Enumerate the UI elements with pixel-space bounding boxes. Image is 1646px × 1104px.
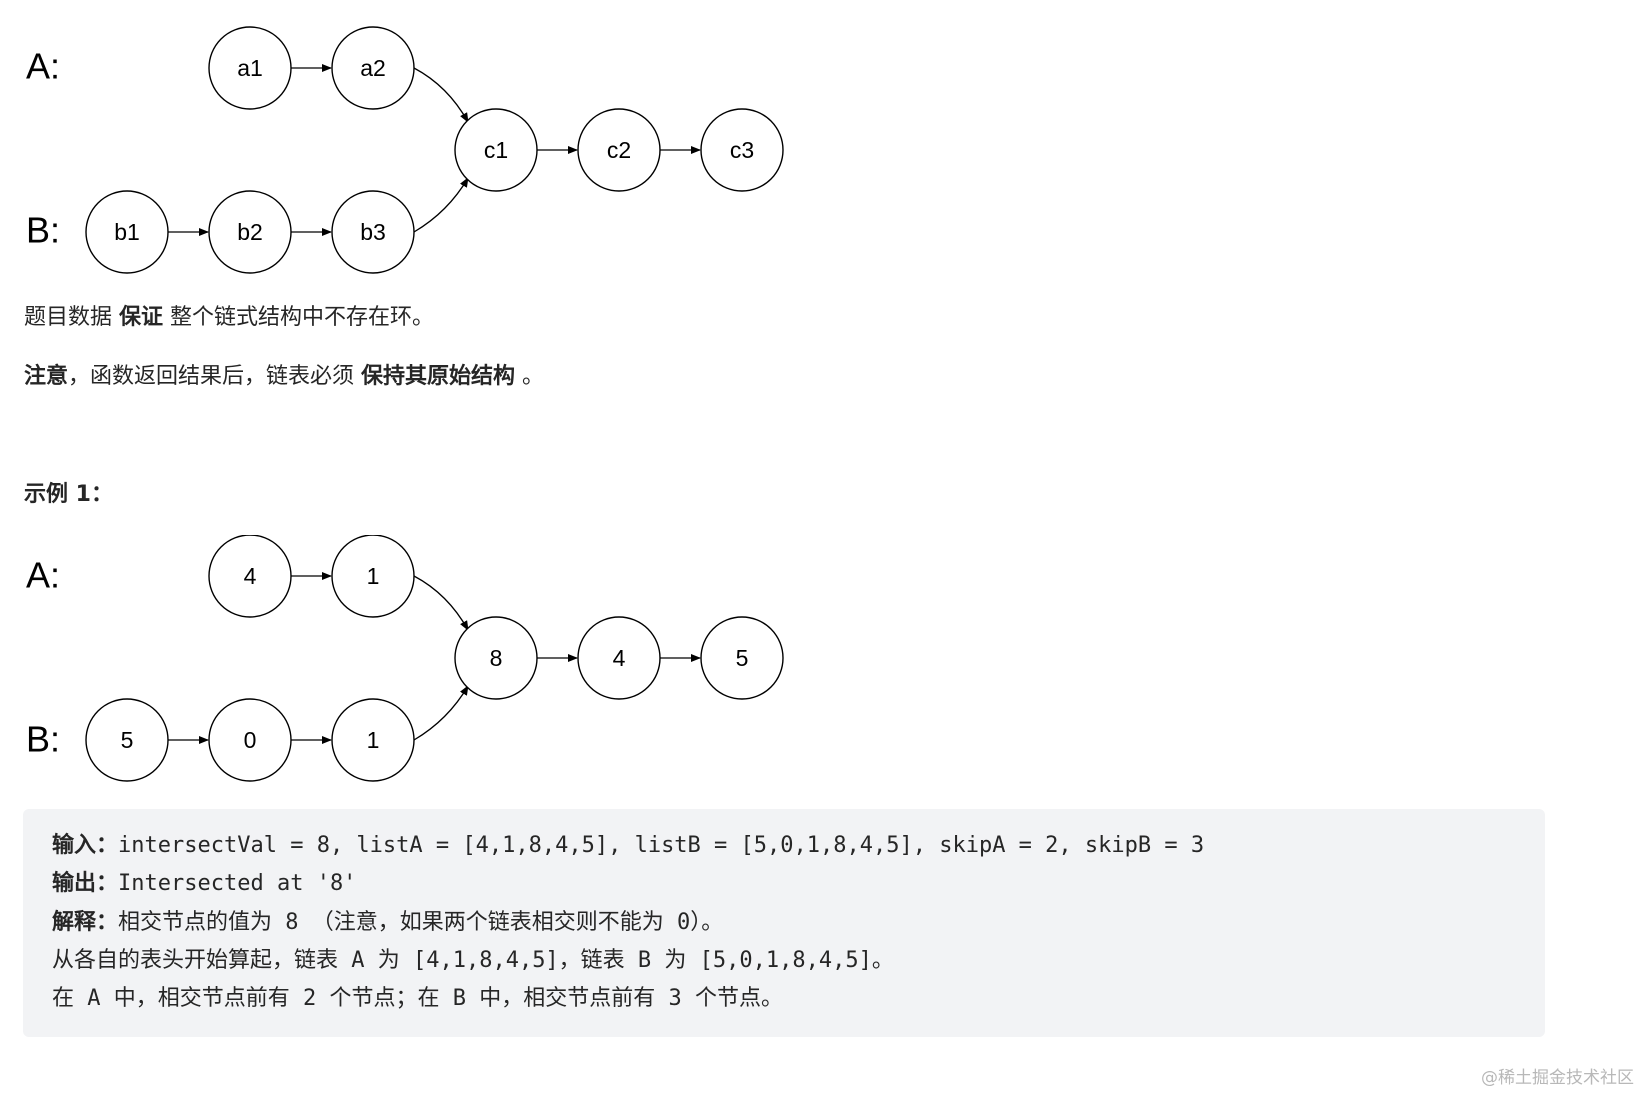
note-bold2: 保持其原始结构: [361, 364, 516, 389]
intersection-diagram-example: A: B: 4 1 5 0 1 8 4 5: [0, 535, 860, 835]
input-label: 输入：: [52, 833, 119, 858]
example-list-b-label: B:: [26, 719, 60, 760]
svg-text:a1: a1: [237, 55, 263, 81]
node-b2: b2: [208, 190, 292, 274]
svg-text:b3: b3: [360, 219, 386, 245]
node-a-1: 1: [331, 535, 415, 618]
node-a2: a2: [331, 26, 415, 110]
node-c3: c3: [700, 108, 784, 192]
note-post: 。: [515, 364, 545, 389]
input-value: intersectVal = 8, listA = [4,1,8,4,5], l…: [118, 833, 1205, 858]
example-line-4: 从各自的表头开始算起，链表 A 为 [4,1,8,4,5]，链表 B 为 [5,…: [52, 947, 894, 973]
svg-text:b2: b2: [237, 219, 263, 245]
svg-text:c2: c2: [607, 137, 631, 163]
edge-a2-c1: [413, 67, 469, 123]
example-explain-line: 解释：相交节点的值为 8 （注意，如果两个链表相交则不能为 0）。: [52, 904, 1516, 942]
guarantee-bold: 保证: [119, 305, 164, 330]
node-b3: b3: [331, 190, 415, 274]
example-list-a-label: A:: [26, 555, 60, 596]
guarantee-pre: 题目数据: [24, 305, 119, 330]
guarantee-text: 题目数据 保证 整个链式结构中不存在环。: [24, 303, 434, 333]
node-b-0: 0: [208, 698, 292, 782]
svg-text:5: 5: [121, 727, 134, 753]
note-text: 注意，函数返回结果后，链表必须 保持其原始结构 。: [24, 362, 544, 392]
example-code-block: 输入：intersectVal = 8, listA = [4,1,8,4,5]…: [23, 809, 1545, 1037]
explain-label: 解释：: [52, 909, 119, 935]
node-a1: a1: [208, 26, 292, 110]
example-title: 示例 1：: [24, 482, 113, 507]
node-b-5: 5: [85, 698, 169, 782]
node-b1: b1: [85, 190, 169, 274]
node-c1: c1: [454, 108, 538, 192]
svg-text:b1: b1: [114, 219, 140, 245]
svg-text:c3: c3: [730, 137, 754, 163]
list-a-label: A:: [26, 46, 60, 87]
node-b-1: 1: [331, 698, 415, 782]
guarantee-post: 整个链式结构中不存在环。: [163, 305, 435, 330]
edge-a1-shared: [413, 575, 469, 631]
node-shared-4: 4: [577, 616, 661, 700]
svg-text:4: 4: [244, 563, 257, 589]
node-a-4: 4: [208, 535, 292, 618]
svg-text:1: 1: [367, 563, 380, 589]
svg-text:5: 5: [736, 645, 749, 671]
intersection-diagram-general: A: B: a1 a2 b1 b2 b3 c1 c2 c3: [0, 0, 860, 300]
example-output-line: 输出：Intersected at '8': [52, 865, 1516, 903]
svg-text:c1: c1: [484, 137, 508, 163]
svg-text:8: 8: [490, 645, 503, 671]
svg-text:1: 1: [367, 727, 380, 753]
svg-text:0: 0: [244, 727, 257, 753]
output-label: 输出：: [52, 871, 119, 897]
svg-text:4: 4: [613, 645, 626, 671]
explain-value: 相交节点的值为 8 （注意，如果两个链表相交则不能为 0）。: [118, 909, 724, 935]
svg-text:a2: a2: [360, 55, 386, 81]
diagram-svg: A: B: a1 a2 b1 b2 b3 c1 c2 c3: [26, 26, 784, 274]
node-shared-8: 8: [454, 616, 538, 700]
node-c2: c2: [577, 108, 661, 192]
example-line-5: 在 A 中，相交节点前有 2 个节点；在 B 中，相交节点前有 3 个节点。: [52, 986, 783, 1012]
node-shared-5: 5: [700, 616, 784, 700]
edge-b3-c1: [413, 177, 469, 233]
list-b-label: B:: [26, 210, 60, 251]
note-mid: ，函数返回结果后，链表必须: [68, 364, 362, 389]
output-value: Intersected at '8': [118, 871, 357, 897]
example-input-line: 输入：intersectVal = 8, listA = [4,1,8,4,5]…: [52, 827, 1516, 865]
edge-b2-shared: [413, 685, 469, 741]
diagram-svg-example: A: B: 4 1 5 0 1 8 4 5: [26, 535, 784, 782]
watermark: @稀土掘金技术社区: [1481, 1068, 1634, 1088]
note-bold: 注意: [24, 364, 69, 389]
